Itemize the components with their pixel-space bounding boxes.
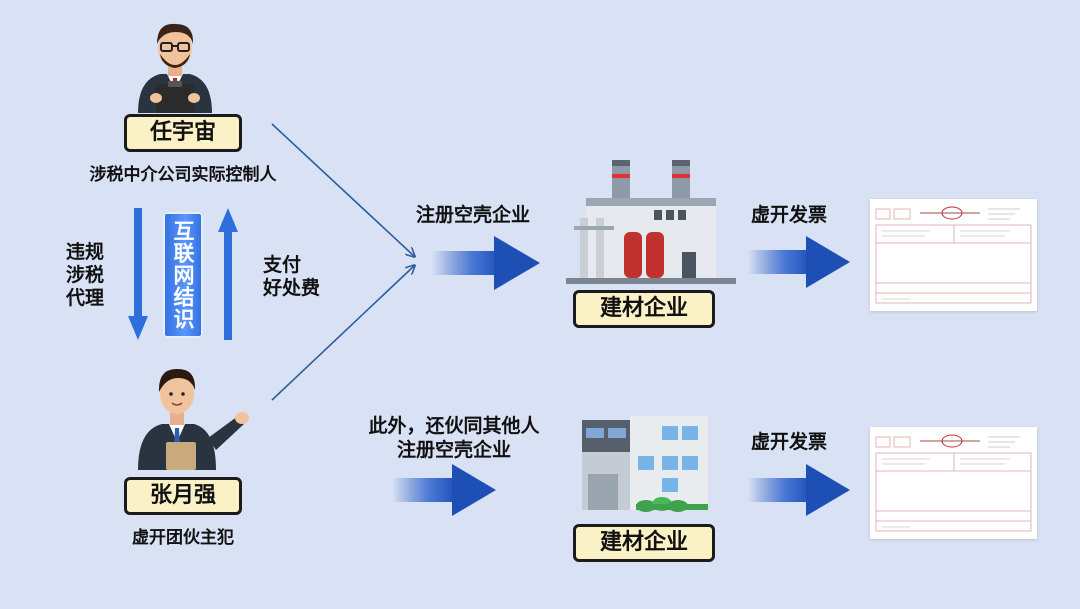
middle-link-badge: 互联网结识 — [163, 212, 203, 338]
flow-arrow-3-icon — [392, 464, 496, 516]
invoice-document-2-icon — [870, 427, 1037, 539]
company-2-box: 建材企业 — [573, 524, 715, 562]
flow-arrow-1-icon — [432, 236, 540, 290]
factory-icon — [566, 156, 736, 284]
person-2-role: 虚开团伙主犯 — [132, 528, 234, 548]
invoice-document-1-icon — [870, 199, 1037, 311]
flow-arrow-2-icon — [748, 236, 850, 288]
line-from-person-1 — [271, 123, 414, 256]
company-1-caption: 注册空壳企业 — [416, 204, 531, 226]
businessman-with-clipboard-icon — [138, 23, 212, 113]
person-1-role: 涉税中介公司实际控制人 — [89, 165, 277, 185]
flow-arrow-4-icon — [748, 464, 850, 516]
person-2-figure — [136, 358, 251, 470]
line-from-person-2 — [271, 266, 414, 401]
left-link-label: 违规 涉税 代理 — [66, 241, 105, 309]
down-arrow-icon — [128, 208, 148, 340]
office-building-icon — [582, 416, 708, 512]
company-1-box: 建材企业 — [573, 290, 715, 328]
company-2-caption: 此外，还伙同其他人 注册空壳企业 — [368, 415, 540, 461]
person-1-figure — [130, 18, 220, 113]
right-link-label: 支付 好处费 — [263, 254, 321, 299]
person-2-name-box: 张月强 — [124, 477, 242, 515]
person-1-name-box: 任宇宙 — [124, 114, 242, 152]
invoice-1-label: 虚开发票 — [751, 204, 828, 226]
businessman-presenting-icon — [138, 368, 249, 470]
invoice-2-label: 虚开发票 — [751, 431, 828, 453]
up-arrow-icon — [218, 208, 238, 340]
